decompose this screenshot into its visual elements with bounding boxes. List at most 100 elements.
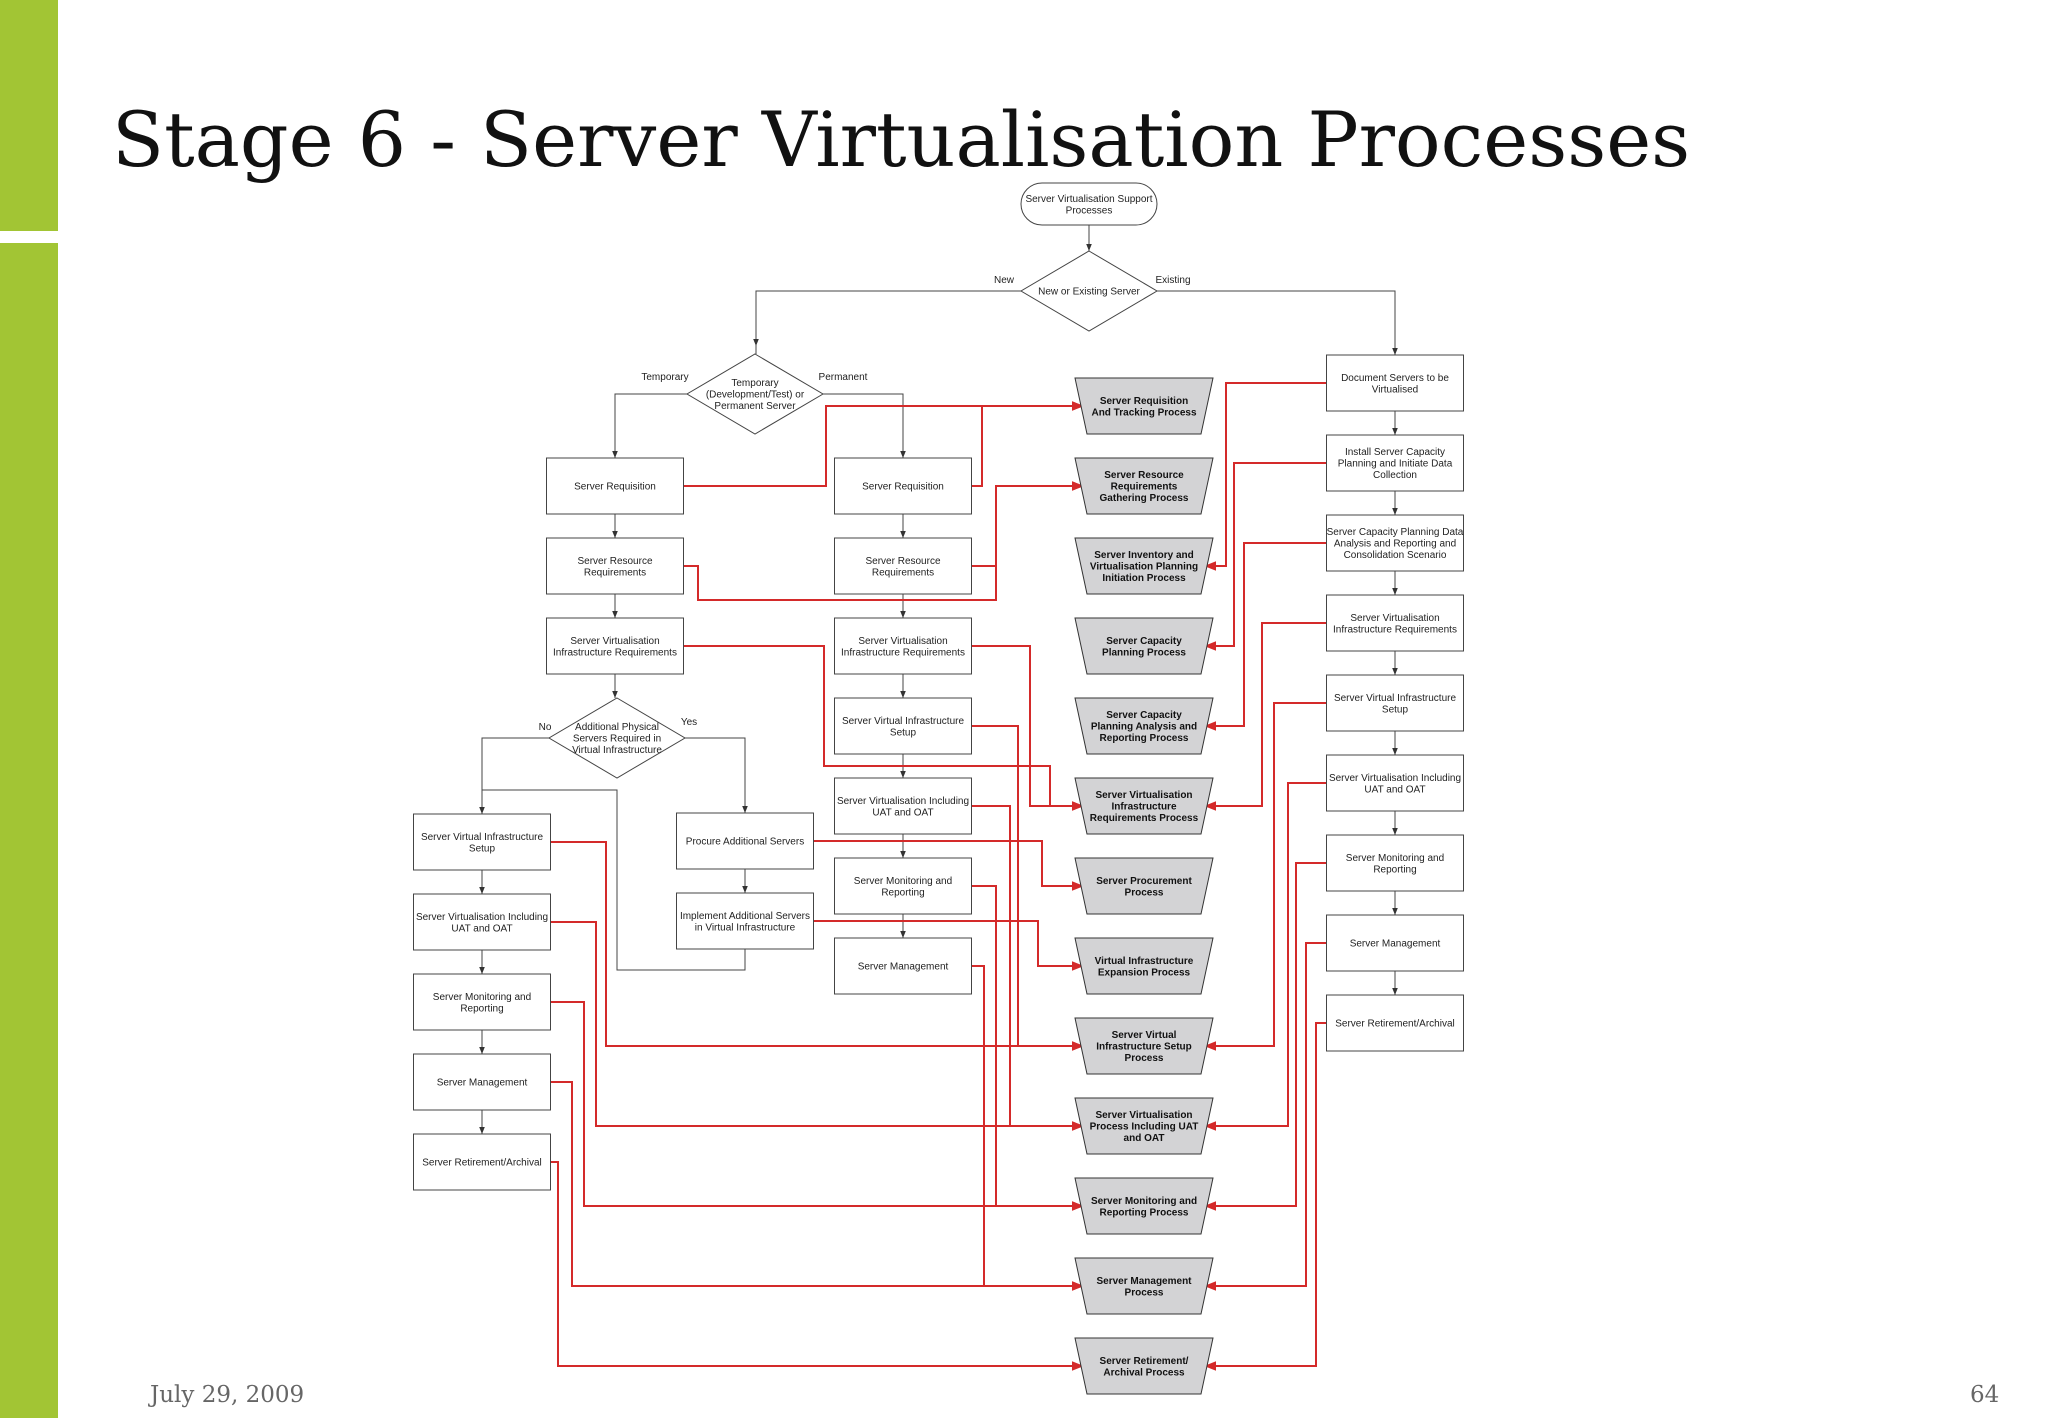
process-8-text: Infrastructure Setup (1096, 1042, 1192, 1053)
process-2-text: Initiation Process (1102, 573, 1186, 584)
process-link (813, 920, 1084, 971)
flow-connector (685, 737, 748, 813)
process-10-text: Reporting Process (1100, 1207, 1189, 1218)
process-1-text: Requirements (1111, 482, 1178, 493)
permanent-step-1-text: Server Resource (865, 556, 940, 567)
decision-additional-servers-text: Additional Physical (575, 722, 659, 733)
process-6-text: Process (1125, 887, 1164, 898)
existing-step-1-text: Install Server Capacity (1345, 447, 1445, 458)
process-2-text: Server Inventory and (1094, 550, 1193, 561)
process-5-text: Requirements Process (1090, 813, 1199, 824)
permanent-step-3-text: Setup (890, 727, 917, 738)
flow-connector (482, 789, 746, 971)
permanent-step-2-text: Infrastructure Requirements (841, 647, 965, 658)
page-number: 64 (1970, 1382, 2000, 1408)
process-link (971, 965, 1084, 1291)
footer-date: July 29, 2009 (150, 1382, 305, 1408)
permanent-step-6: Server Management (834, 937, 972, 995)
process-3-text: Server Capacity (1106, 636, 1182, 647)
process-9-text: Process Including UAT (1090, 1122, 1199, 1133)
temporary-step-0-text: Server Requisition (574, 482, 656, 493)
process-7-text: Expansion Process (1098, 967, 1191, 978)
process-link (971, 805, 1084, 1131)
process-11-text: Process (1125, 1287, 1164, 1298)
permanent-step-0: Server Requisition (834, 457, 972, 515)
decision-temp-perm-text: (Development/Test) or (706, 390, 805, 401)
temporary-step-0: Server Requisition (546, 457, 684, 515)
process-9-text: Server Virtualisation (1095, 1110, 1192, 1121)
process-link (1204, 542, 1327, 731)
process-link (971, 885, 1084, 1211)
process-link (1204, 1022, 1327, 1371)
existing-step-2-text: Consolidation Scenario (1344, 550, 1447, 561)
existing-step-5-text: Server Virtualisation Including (1329, 773, 1461, 784)
decision-temp-perm: Temporary(Development/Test) orPermanent … (686, 353, 824, 435)
existing-step-4-text: Server Virtual Infrastructure (1334, 693, 1457, 704)
decision-temp-perm-text: Permanent Server (714, 401, 796, 412)
no-branch-step-0-text: Setup (469, 843, 496, 854)
process-2-text: Virtualisation Planning (1090, 562, 1198, 573)
start-terminator-text: Processes (1066, 205, 1113, 216)
yes-branch-step-0: Procure Additional Servers (676, 812, 814, 870)
process-link (1204, 622, 1327, 811)
existing-step-1-text: Collection (1373, 470, 1417, 481)
process-1-text: Server Resource (1104, 470, 1184, 481)
no-branch-step-4-text: Server Retirement/Archival (422, 1158, 541, 1169)
existing-step-7-text: Server Management (1350, 939, 1441, 950)
process-9-text: and OAT (1124, 1133, 1165, 1144)
existing-step-2-text: Server Capacity Planning Data (1327, 527, 1464, 538)
process-7-text: Virtual Infrastructure (1095, 956, 1194, 967)
existing-step-6-text: Reporting (1373, 864, 1416, 875)
decision-new-existing: New or Existing Server (1020, 250, 1158, 332)
yes-branch-step-0-text: Procure Additional Servers (686, 837, 804, 848)
flow-connector (479, 737, 549, 814)
process-5-text: Infrastructure (1111, 802, 1176, 813)
temporary-step-1-text: Requirements (584, 567, 646, 578)
no-branch-step-0-text: Server Virtual Infrastructure (421, 832, 544, 843)
process-link (971, 725, 1084, 1051)
process-6-text: Server Procurement (1096, 876, 1192, 887)
decision-new-existing-text: New or Existing Server (1038, 287, 1140, 298)
existing-step-8: Server Retirement/Archival (1326, 994, 1464, 1052)
no-branch-step-2-text: Reporting (460, 1003, 503, 1014)
existing-step-0-text: Virtualised (1372, 384, 1419, 395)
process-5: Server VirtualisationInfrastructureRequi… (1074, 777, 1214, 835)
flow-connector (753, 290, 1021, 346)
process-link (1204, 702, 1327, 1051)
label-yes: Yes (681, 717, 697, 728)
existing-step-5-text: UAT and OAT (1364, 784, 1425, 795)
decision-additional-servers-text: Virtual Infrastructure (572, 745, 662, 756)
no-branch-step-4: Server Retirement/Archival (413, 1133, 551, 1191)
process-5-text: Server Virtualisation (1095, 790, 1192, 801)
process-link (550, 921, 1084, 1131)
existing-step-7: Server Management (1326, 914, 1464, 972)
process-link (550, 1081, 1084, 1291)
process-link (971, 645, 1084, 811)
yes-branch-step-1-text: Implement Additional Servers (680, 911, 810, 922)
process-link (550, 841, 1084, 1051)
permanent-step-2-text: Server Virtualisation (858, 636, 947, 647)
process-link (550, 1001, 1084, 1211)
process-link (1204, 942, 1327, 1291)
process-12-text: Archival Process (1103, 1367, 1185, 1378)
flow-connector (823, 393, 906, 458)
existing-step-0-text: Document Servers to be (1341, 373, 1449, 384)
